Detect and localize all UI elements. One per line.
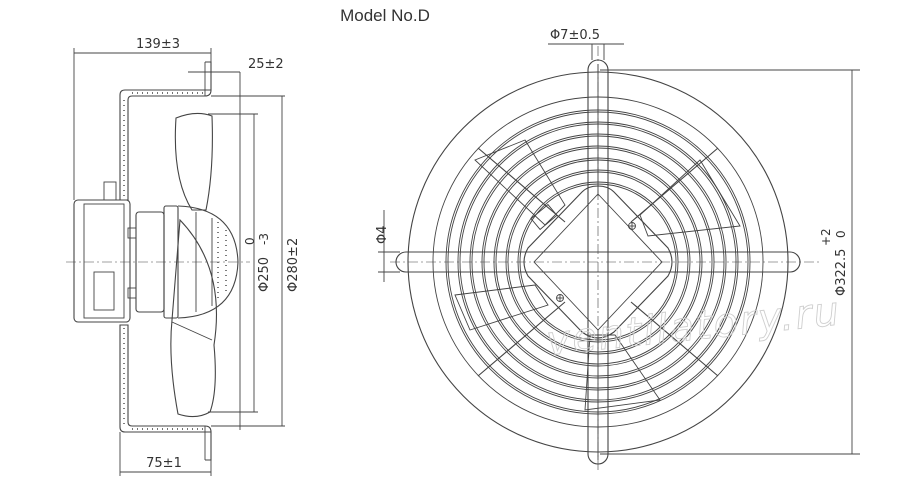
front-view: ventilatory.ru Φ7±0.5 Φ4 Φ322.5 +2 0: [375, 28, 860, 472]
bolt-bottom: [127, 287, 137, 299]
blade-front-1: [474, 139, 566, 226]
terminal-box: [73, 199, 131, 323]
guard-profile-lower: [119, 324, 212, 461]
spoke-sw: [477, 301, 566, 377]
dim-hole-label: Φ7±0.5: [550, 28, 600, 43]
blade-lower: [170, 218, 217, 418]
dim-depth-label: 139±3: [136, 37, 180, 52]
dim-inner-dia-tol-lower: -3: [257, 233, 271, 245]
motor-plate: [523, 185, 673, 339]
terminal-box-inner: [83, 203, 125, 319]
dim-inner-dia-label: Φ250: [257, 257, 272, 292]
blade-front-4: [584, 334, 661, 411]
mounting-straps: [395, 59, 801, 465]
dim-base-label: 75±1: [146, 456, 182, 471]
dim-wire-label: Φ4: [375, 225, 390, 244]
screw-2: [556, 294, 564, 302]
hub: [177, 205, 239, 319]
guard-profile: [119, 61, 212, 201]
cable-gland: [103, 181, 117, 201]
dim-outer-dia-label: Φ280±2: [286, 238, 301, 292]
dim-overall-tol-upper: +2: [819, 228, 833, 246]
strap-vertical: [587, 59, 609, 465]
spoke-nw: [477, 147, 566, 223]
screw-1: [628, 222, 636, 230]
motor-plate-inner: [533, 193, 663, 331]
blade-lower-edge: [171, 321, 213, 341]
strap-horizontal: [395, 251, 801, 273]
side-view: 139±3 25±2 Φ250 0 -3 Φ280±2 75±1: [66, 37, 301, 476]
terminal-box-front: [530, 203, 558, 231]
dim-overall-label: Φ322.5: [834, 249, 849, 296]
blade-front-2: [639, 159, 741, 237]
blade-upper: [174, 112, 213, 211]
spoke-se: [630, 301, 719, 377]
motor-rotor: [163, 205, 179, 319]
watermark: ventilatory.ru: [544, 288, 843, 365]
bolt-top: [127, 227, 137, 239]
dim-overall-tol-lower: 0: [834, 230, 848, 238]
drawing-title: Model No.D: [340, 6, 430, 25]
blade-front-3: [454, 284, 549, 331]
dim-inner-dia-tol-upper: 0: [243, 237, 257, 245]
terminal-label: [93, 271, 115, 311]
dim-flange-label: 25±2: [248, 57, 284, 72]
